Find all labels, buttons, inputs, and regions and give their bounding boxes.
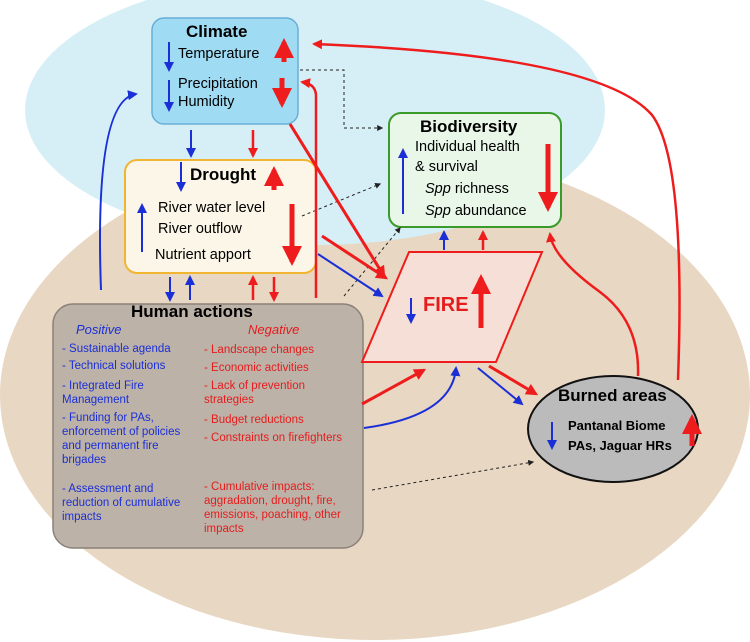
biodiversity-line-richness: Spp richness [425, 181, 509, 197]
arrow-human-fire-blue [363, 366, 461, 429]
drought-nutrient: Nutrient apport [155, 247, 251, 263]
burned-pas-jaguar: PAs, Jaguar HRs [568, 438, 672, 453]
fire-box [360, 251, 544, 363]
negative-item: - Landscape changes [204, 344, 314, 356]
biodiversity-line-health: Individual health [415, 139, 520, 155]
fire-title: FIRE [423, 294, 469, 316]
negative-item: - Cumulative impacts: aggradation, droug… [204, 481, 341, 535]
abundance-label: abundance [454, 203, 527, 219]
negative-item: - Constraints on firefighters [204, 432, 343, 444]
arrow-drought-fire-blue [317, 253, 384, 298]
biodiversity-line-abundance: Spp abundance [425, 203, 527, 219]
positive-item: - Integrated Fire Management [62, 380, 144, 406]
climate-box [151, 17, 299, 125]
positive-item: - Funding for PAs, enforcement of polici… [62, 412, 181, 466]
arrow-burned-climate [312, 39, 681, 381]
human-actions-box [52, 303, 364, 549]
arrow-fire-burned-blue [477, 367, 524, 406]
drought-river-level: River water level [158, 200, 266, 216]
arrow-drought-fire [321, 234, 389, 280]
arrow-human-climate-blue [99, 90, 138, 291]
biodiversity-line-survival: & survival [415, 159, 478, 175]
positive-item: - Sustainable agenda [62, 343, 171, 355]
human-actions-title: Human actions [131, 302, 253, 321]
negative-item: - Lack of prevention strategies [204, 380, 306, 406]
arrow-human-climate [300, 78, 318, 298]
climate-title: Climate [186, 22, 248, 41]
negative-item: - Economic activities [204, 362, 309, 374]
arrow-climate-fire [288, 123, 386, 279]
trend-arrows [137, 38, 702, 450]
positive-header: Positive [76, 322, 122, 337]
drought-title: Drought [190, 165, 257, 184]
negative-header: Negative [248, 322, 300, 337]
richness-label: richness [454, 181, 509, 197]
biodiversity-title: Biodiversity [420, 117, 518, 136]
positive-item: - Assessment and reduction of cumulative… [62, 483, 181, 523]
arrow-fire-burned-red [488, 364, 539, 396]
climate-humidity: Humidity [178, 94, 235, 110]
burned-pantanal: Pantanal Biome [568, 418, 666, 433]
arrow-human-fire-red [361, 368, 427, 406]
drought-river-outflow: River outflow [158, 221, 242, 237]
biodiversity-box [388, 112, 562, 228]
climate-precipitation: Precipitation [178, 76, 258, 92]
climate-temperature: Temperature [178, 46, 260, 62]
spp-label: Spp [425, 203, 451, 219]
dashed-arrow-climate-biodiversity [300, 69, 384, 131]
negative-item: - Budget reductions [204, 414, 304, 426]
positive-item: - Technical solutions [62, 360, 166, 372]
arrow-burned-biodiversity [546, 232, 640, 377]
spp-label: Spp [425, 181, 451, 197]
dashed-arrow-human-biodiversity [343, 227, 401, 297]
burned-areas-title: Burned areas [558, 386, 667, 405]
